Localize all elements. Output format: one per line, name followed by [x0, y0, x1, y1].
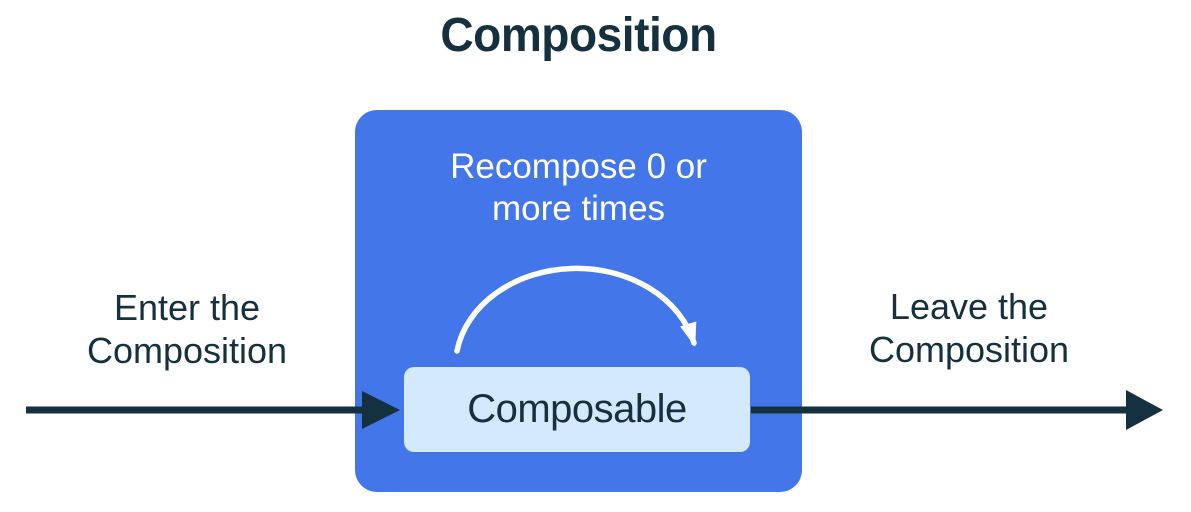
enter-arrow-icon: [26, 391, 400, 429]
composable-box: Composable: [404, 367, 750, 452]
enter-composition-label: Enter the Composition: [86, 287, 288, 371]
recompose-note: Recompose 0 or more times: [450, 147, 707, 228]
composable-label: Composable: [467, 387, 687, 431]
leave-arrow-icon: [751, 390, 1163, 430]
diagram-title: Composition: [440, 9, 717, 62]
leave-composition-label: Leave the Composition: [868, 286, 1070, 370]
